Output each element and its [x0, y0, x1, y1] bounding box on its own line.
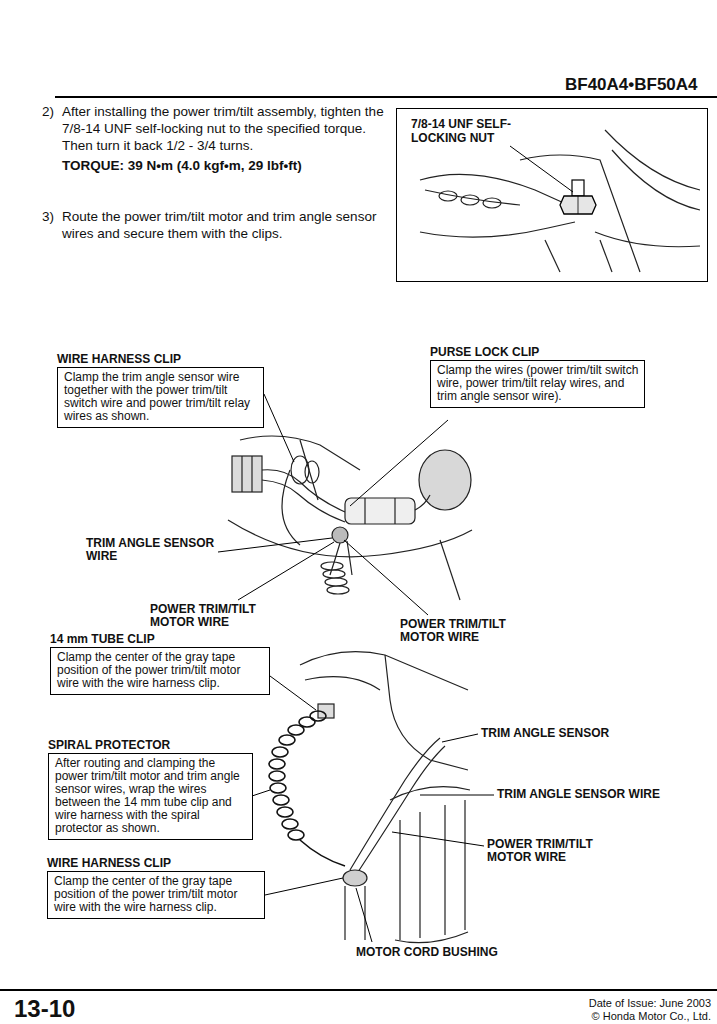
- issue-date: Date of Issue: June 2003: [589, 997, 711, 1009]
- callout-text: Clamp the center of the gray tape positi…: [50, 647, 270, 695]
- callout-text: After routing and clamping the power tri…: [48, 753, 253, 840]
- copyright: © Honda Motor Co., Ltd.: [592, 1010, 711, 1022]
- callout-heading: PURSE LOCK CLIP: [430, 345, 645, 359]
- frame-drawing: [300, 652, 470, 943]
- callout-box: WIRE HARNESS CLIPClamp the trim angle se…: [57, 352, 264, 428]
- footer-rule: [0, 989, 717, 991]
- part-label: TRIM ANGLE SENSOR: [481, 727, 609, 740]
- step-number: 3): [42, 208, 54, 225]
- callout-box: 14 mm TUBE CLIPClamp the center of the g…: [50, 632, 270, 695]
- callout-heading: SPIRAL PROTECTOR: [48, 738, 253, 752]
- step-text: Route the power trim/tilt motor and trim…: [62, 208, 396, 242]
- part-label: MOTOR CORD BUSHING: [356, 946, 498, 959]
- spiral-protector: [269, 711, 345, 866]
- page-number: 13-10: [14, 996, 75, 1022]
- part-label: POWER TRIM/TILT MOTOR WIRE: [400, 618, 524, 644]
- model-header: BF40A4•BF50A4: [565, 75, 698, 95]
- callout-heading: 14 mm TUBE CLIP: [50, 632, 270, 646]
- part-label: TRIM ANGLE SENSOR WIRE: [497, 788, 660, 801]
- torque-spec: TORQUE: 39 N•m (4.0 kgf•m, 29 lbf•ft): [62, 157, 302, 174]
- part-label: POWER TRIM/TILT MOTOR WIRE: [150, 603, 268, 629]
- step-text: After installing the power trim/tilt ass…: [62, 103, 396, 154]
- part-label: 7/8-14 UNF SELF- LOCKING NUT: [411, 117, 523, 145]
- self-locking-nut: [560, 180, 596, 214]
- part-label: TRIM ANGLE SENSOR WIRE: [86, 537, 218, 563]
- callout-text: Clamp the wires (power trim/tilt switch …: [430, 360, 645, 408]
- callout-box: SPIRAL PROTECTORAfter routing and clampi…: [48, 738, 253, 840]
- bracket-drawing: [420, 130, 700, 272]
- part-label: POWER TRIM/TILT MOTOR WIRE: [487, 838, 611, 864]
- callout-text: Clamp the trim angle sensor wire togethe…: [57, 367, 264, 428]
- harness-drawing: [228, 436, 472, 600]
- step-number: 2): [42, 103, 54, 120]
- callout-box: PURSE LOCK CLIPClamp the wires (power tr…: [430, 345, 645, 408]
- inset-panel: 7/8-14 UNF SELF- LOCKING NUT: [396, 108, 708, 282]
- callout-heading: WIRE HARNESS CLIP: [47, 856, 265, 870]
- callout-box: WIRE HARNESS CLIPClamp the center of the…: [47, 856, 265, 919]
- callout-heading: WIRE HARNESS CLIP: [57, 352, 264, 366]
- header-rule: [55, 96, 717, 98]
- callout-text: Clamp the center of the gray tape positi…: [47, 871, 265, 919]
